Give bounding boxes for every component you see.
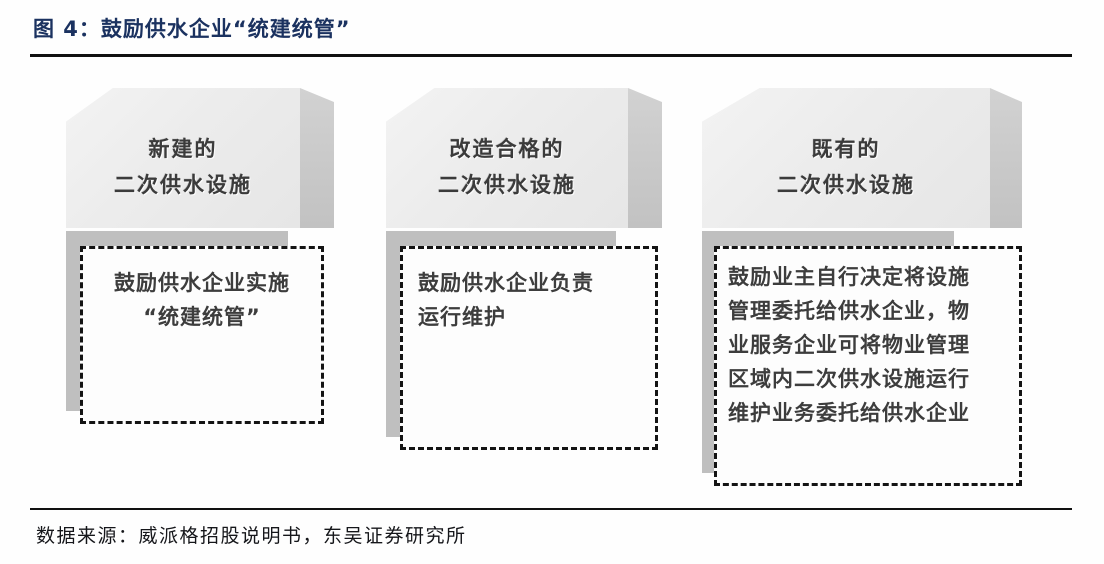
column-existing-facility: 既有的 二次供水设施 鼓励业主自行决定将设施 管理委托给供水企业，物 业服务企业…: [702, 88, 1027, 488]
column-renovated-facility: 改造合格的 二次供水设施 鼓励供水企业负责 运行维护: [386, 88, 666, 454]
column-new-facility: 新建的 二次供水设施 鼓励供水企业实施 “统建统管”: [66, 88, 336, 428]
header-block-3d-1: 新建的 二次供水设施: [66, 88, 336, 228]
body-dashed-box-3[interactable]: [714, 246, 1022, 486]
figure-source-note: 数据来源：威派格招股说明书，东吴证券研究所: [36, 525, 467, 547]
body-dashed-box-1[interactable]: [80, 246, 324, 424]
header-block-3d-3: 既有的 二次供水设施: [702, 88, 1022, 228]
body-dashed-box-2[interactable]: [400, 246, 658, 450]
block-side-face: [628, 88, 662, 228]
block-front-face: [386, 88, 628, 228]
figure-title: 图 4：鼓励供水企业“统建统管”: [33, 17, 351, 41]
header-divider-rule: [30, 54, 1072, 57]
footer-divider-rule: [30, 508, 1072, 510]
block-side-face: [300, 88, 334, 228]
block-front-face: [702, 88, 990, 228]
block-side-face: [990, 88, 1022, 228]
block-front-face: [66, 88, 300, 228]
header-block-3d-2: 改造合格的 二次供水设施: [386, 88, 662, 228]
